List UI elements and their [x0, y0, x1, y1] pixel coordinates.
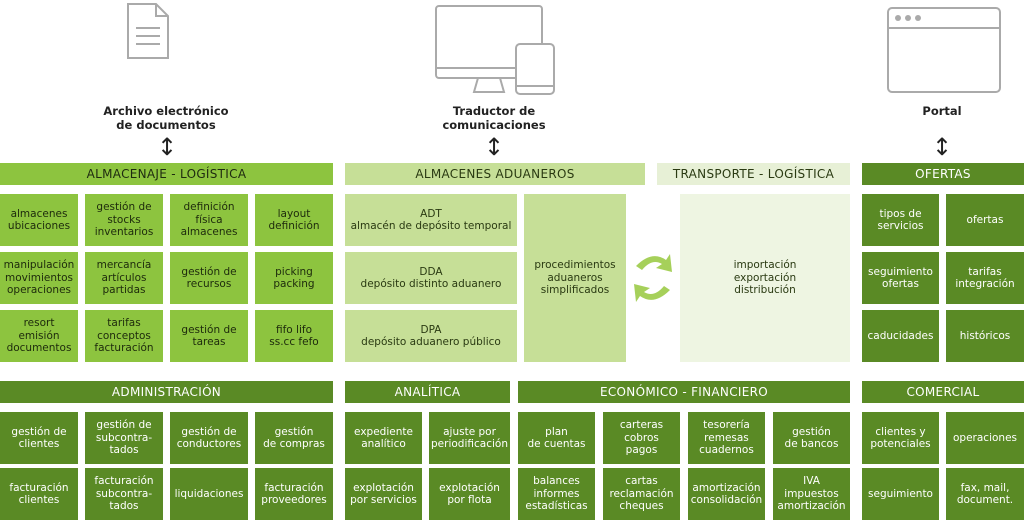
header-comercial: COMERCIAL [862, 381, 1024, 403]
administracion-cell: facturación clientes [0, 468, 78, 520]
monitor-phone-icon [434, 4, 558, 96]
economico-cell: tesorería remesas cuadernos [688, 412, 765, 464]
header-analitica: ANALÍTICA [345, 381, 510, 403]
administracion-cell: gestión de compras [255, 412, 333, 464]
caption-portal: Portal [922, 104, 962, 118]
browser-window-icon [886, 6, 1002, 94]
economico-cell: carteras cobros pagos [603, 412, 680, 464]
caption-archivo: Archivo electrónico de documentos [103, 104, 229, 132]
administracion-cell: gestión de clientes [0, 412, 78, 464]
almacenaje-cell: fifo lifo ss.cc fefo [255, 310, 333, 362]
ofertas-cell: seguimiento ofertas [862, 252, 939, 304]
double-arrow-icon: ↕ [483, 133, 505, 161]
comercial-cell: fax, mail, document. [946, 468, 1024, 520]
comercial-cell: clientes y potenciales [862, 412, 939, 464]
almacenaje-cell: gestión de tareas [170, 310, 248, 362]
economico-cell: cartas reclamación cheques [603, 468, 680, 520]
analitica-cell: explotación por flota [429, 468, 510, 520]
double-arrow-icon: ↕ [156, 133, 178, 161]
almacenaje-cell: manipulación movimientos operaciones [0, 252, 78, 304]
almacenaje-cell: resort emisión documentos [0, 310, 78, 362]
double-arrow-icon: ↕ [931, 133, 953, 161]
header-aduaneros: ALMACENES ADUANEROS [345, 163, 645, 185]
almacenaje-cell: gestión de stocks inventarios [85, 194, 163, 246]
economico-cell: gestión de bancos [773, 412, 850, 464]
document-icon [126, 2, 170, 60]
procedimientos-cell: procedimientos aduaneros simplificados [524, 194, 626, 362]
header-almacenaje: ALMACENAJE - LOGÍSTICA [0, 163, 333, 185]
header-administracion: ADMINISTRACIÓN [0, 381, 333, 403]
almacenaje-cell: definición física almacenes [170, 194, 248, 246]
aduaneros-cell: ADT almacén de depósito temporal [345, 194, 517, 246]
economico-cell: amortización consolidación [688, 468, 765, 520]
administracion-cell: gestión de conductores [170, 412, 248, 464]
analitica-cell: expediente analítico [345, 412, 422, 464]
header-economico: ECONÓMICO - FINANCIERO [518, 381, 850, 403]
almacenaje-cell: picking packing [255, 252, 333, 304]
economico-cell: balances informes estadísticas [518, 468, 595, 520]
almacenaje-cell: almacenes ubicaciones [0, 194, 78, 246]
transporte-cell: importación exportación distribución [680, 194, 850, 362]
almacenaje-cell: mercancía artículos partidas [85, 252, 163, 304]
aduaneros-cell: DDA depósito distinto aduanero [345, 252, 517, 304]
ofertas-cell: tarifas integración [946, 252, 1024, 304]
ofertas-cell: caducidades [862, 310, 939, 362]
exchange-arrows-icon [630, 246, 676, 310]
economico-cell: IVA impuestos amortización [773, 468, 850, 520]
header-ofertas: OFERTAS [862, 163, 1024, 185]
analitica-cell: explotación por servicios [345, 468, 422, 520]
aduaneros-cell: DPA depósito aduanero público [345, 310, 517, 362]
analitica-cell: ajuste por periodificación [429, 412, 510, 464]
economico-cell: plan de cuentas [518, 412, 595, 464]
header-transporte: TRANSPORTE - LOGÍSTICA [657, 163, 850, 185]
caption-traductor: Traductor de comunicaciones [442, 104, 546, 132]
ofertas-cell: tipos de servicios [862, 194, 939, 246]
administracion-cell: facturación proveedores [255, 468, 333, 520]
comercial-cell: operaciones [946, 412, 1024, 464]
ofertas-cell: ofertas [946, 194, 1024, 246]
almacenaje-cell: gestión de recursos [170, 252, 248, 304]
administracion-cell: gestión de subcontra- tados [85, 412, 163, 464]
almacenaje-cell: layout definición [255, 194, 333, 246]
administracion-cell: liquidaciones [170, 468, 248, 520]
administracion-cell: facturación subcontra- tados [85, 468, 163, 520]
comercial-cell: seguimiento [862, 468, 939, 520]
almacenaje-cell: tarifas conceptos facturación [85, 310, 163, 362]
ofertas-cell: históricos [946, 310, 1024, 362]
